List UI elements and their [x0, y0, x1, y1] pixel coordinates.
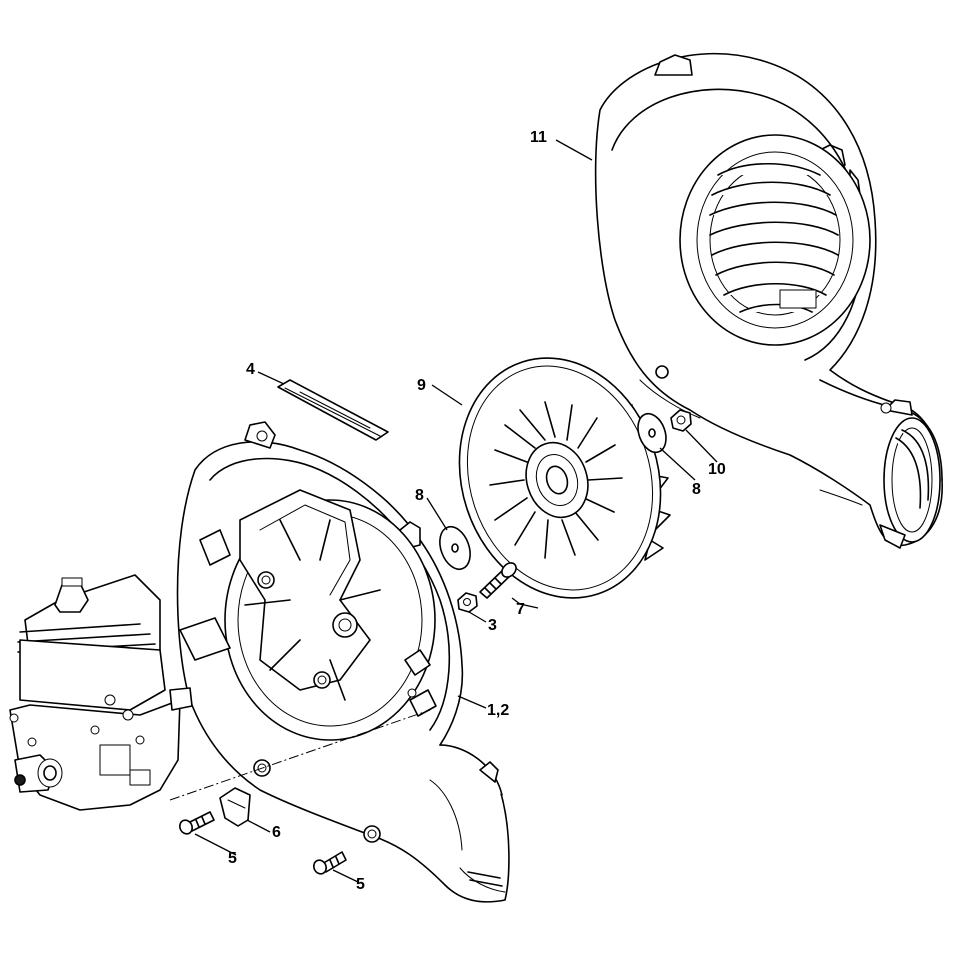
- washer-8-right: [637, 412, 667, 454]
- assembly-axis: [169, 709, 431, 801]
- callout-5-upper: 5: [228, 850, 237, 867]
- label-strip: [277, 379, 389, 441]
- callout-8-left: 8: [415, 487, 424, 504]
- fan-wheel: [458, 357, 671, 599]
- screw-7: [479, 562, 517, 599]
- callout-4: 4: [246, 361, 255, 378]
- callout-1-2: 1,2: [487, 702, 509, 719]
- nut-3: [457, 592, 478, 613]
- screw-5-lower: [313, 851, 347, 875]
- callout-10: 10: [708, 461, 726, 478]
- callout-8-right: 8: [692, 481, 701, 498]
- leader-lines: [194, 139, 718, 883]
- callout-11: 11: [530, 129, 547, 146]
- callout-3: 3: [488, 617, 497, 634]
- callout-5-lower: 5: [356, 876, 365, 893]
- fan-housing: [176, 421, 510, 903]
- screw-5-upper: [179, 811, 215, 835]
- callout-6: 6: [272, 824, 281, 841]
- callout-9: 9: [417, 377, 426, 394]
- washer-8-left: [439, 525, 471, 571]
- callout-7: 7: [516, 601, 525, 618]
- engine-block: [9, 574, 193, 811]
- nut-10: [670, 409, 692, 432]
- clip-6: [219, 787, 251, 827]
- blower-housing-cover: [594, 52, 943, 549]
